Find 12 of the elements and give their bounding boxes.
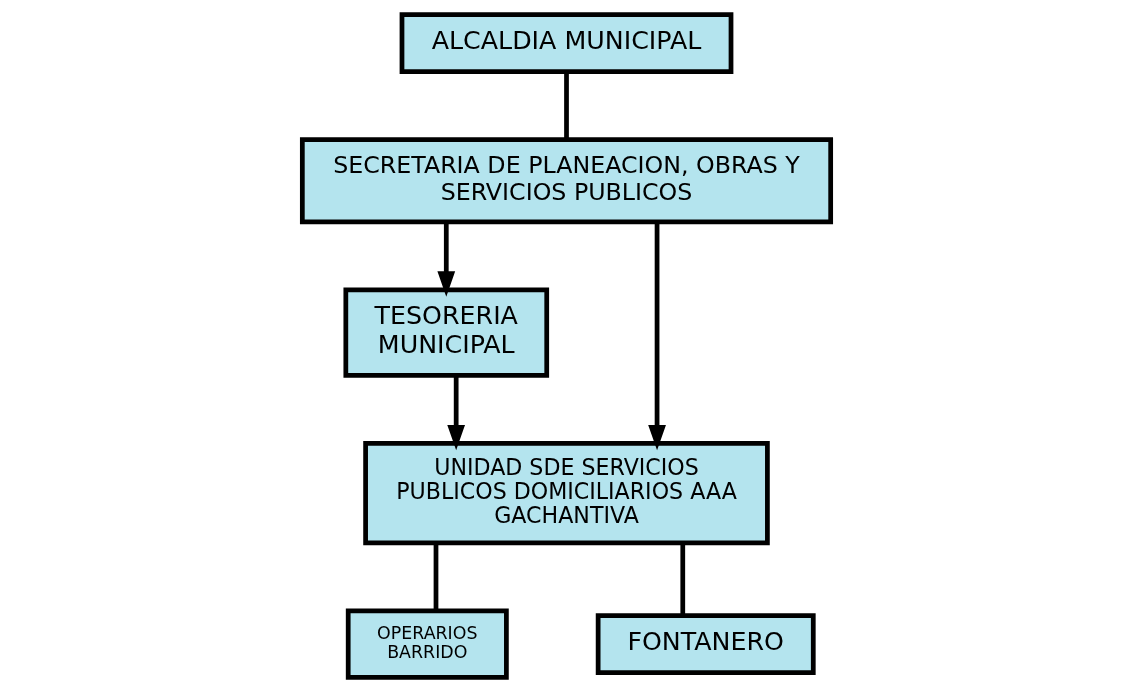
- connector: [563, 71, 569, 140]
- arrow: [446, 375, 465, 451]
- node-box: TESORERIA MUNICIPAL: [342, 287, 549, 378]
- node-box: UNIDAD SDE SERVICIOS PUBLICOS DOMICILIARIOS AAA GACHANTIVA: [362, 440, 770, 546]
- node-box: FONTANERO: [595, 613, 816, 676]
- arrow: [436, 222, 455, 297]
- arrow: [647, 222, 666, 451]
- node-box: SECRETARIA DE PLANEACION, OBRAS Y SERVICIOS PUBLICOS: [299, 137, 833, 225]
- connector: [433, 543, 438, 611]
- node-box: ALCALDIA MUNICIPAL: [399, 12, 733, 74]
- connector: [679, 543, 685, 616]
- node-box: OPERARIOS BARRIDO: [345, 608, 509, 680]
